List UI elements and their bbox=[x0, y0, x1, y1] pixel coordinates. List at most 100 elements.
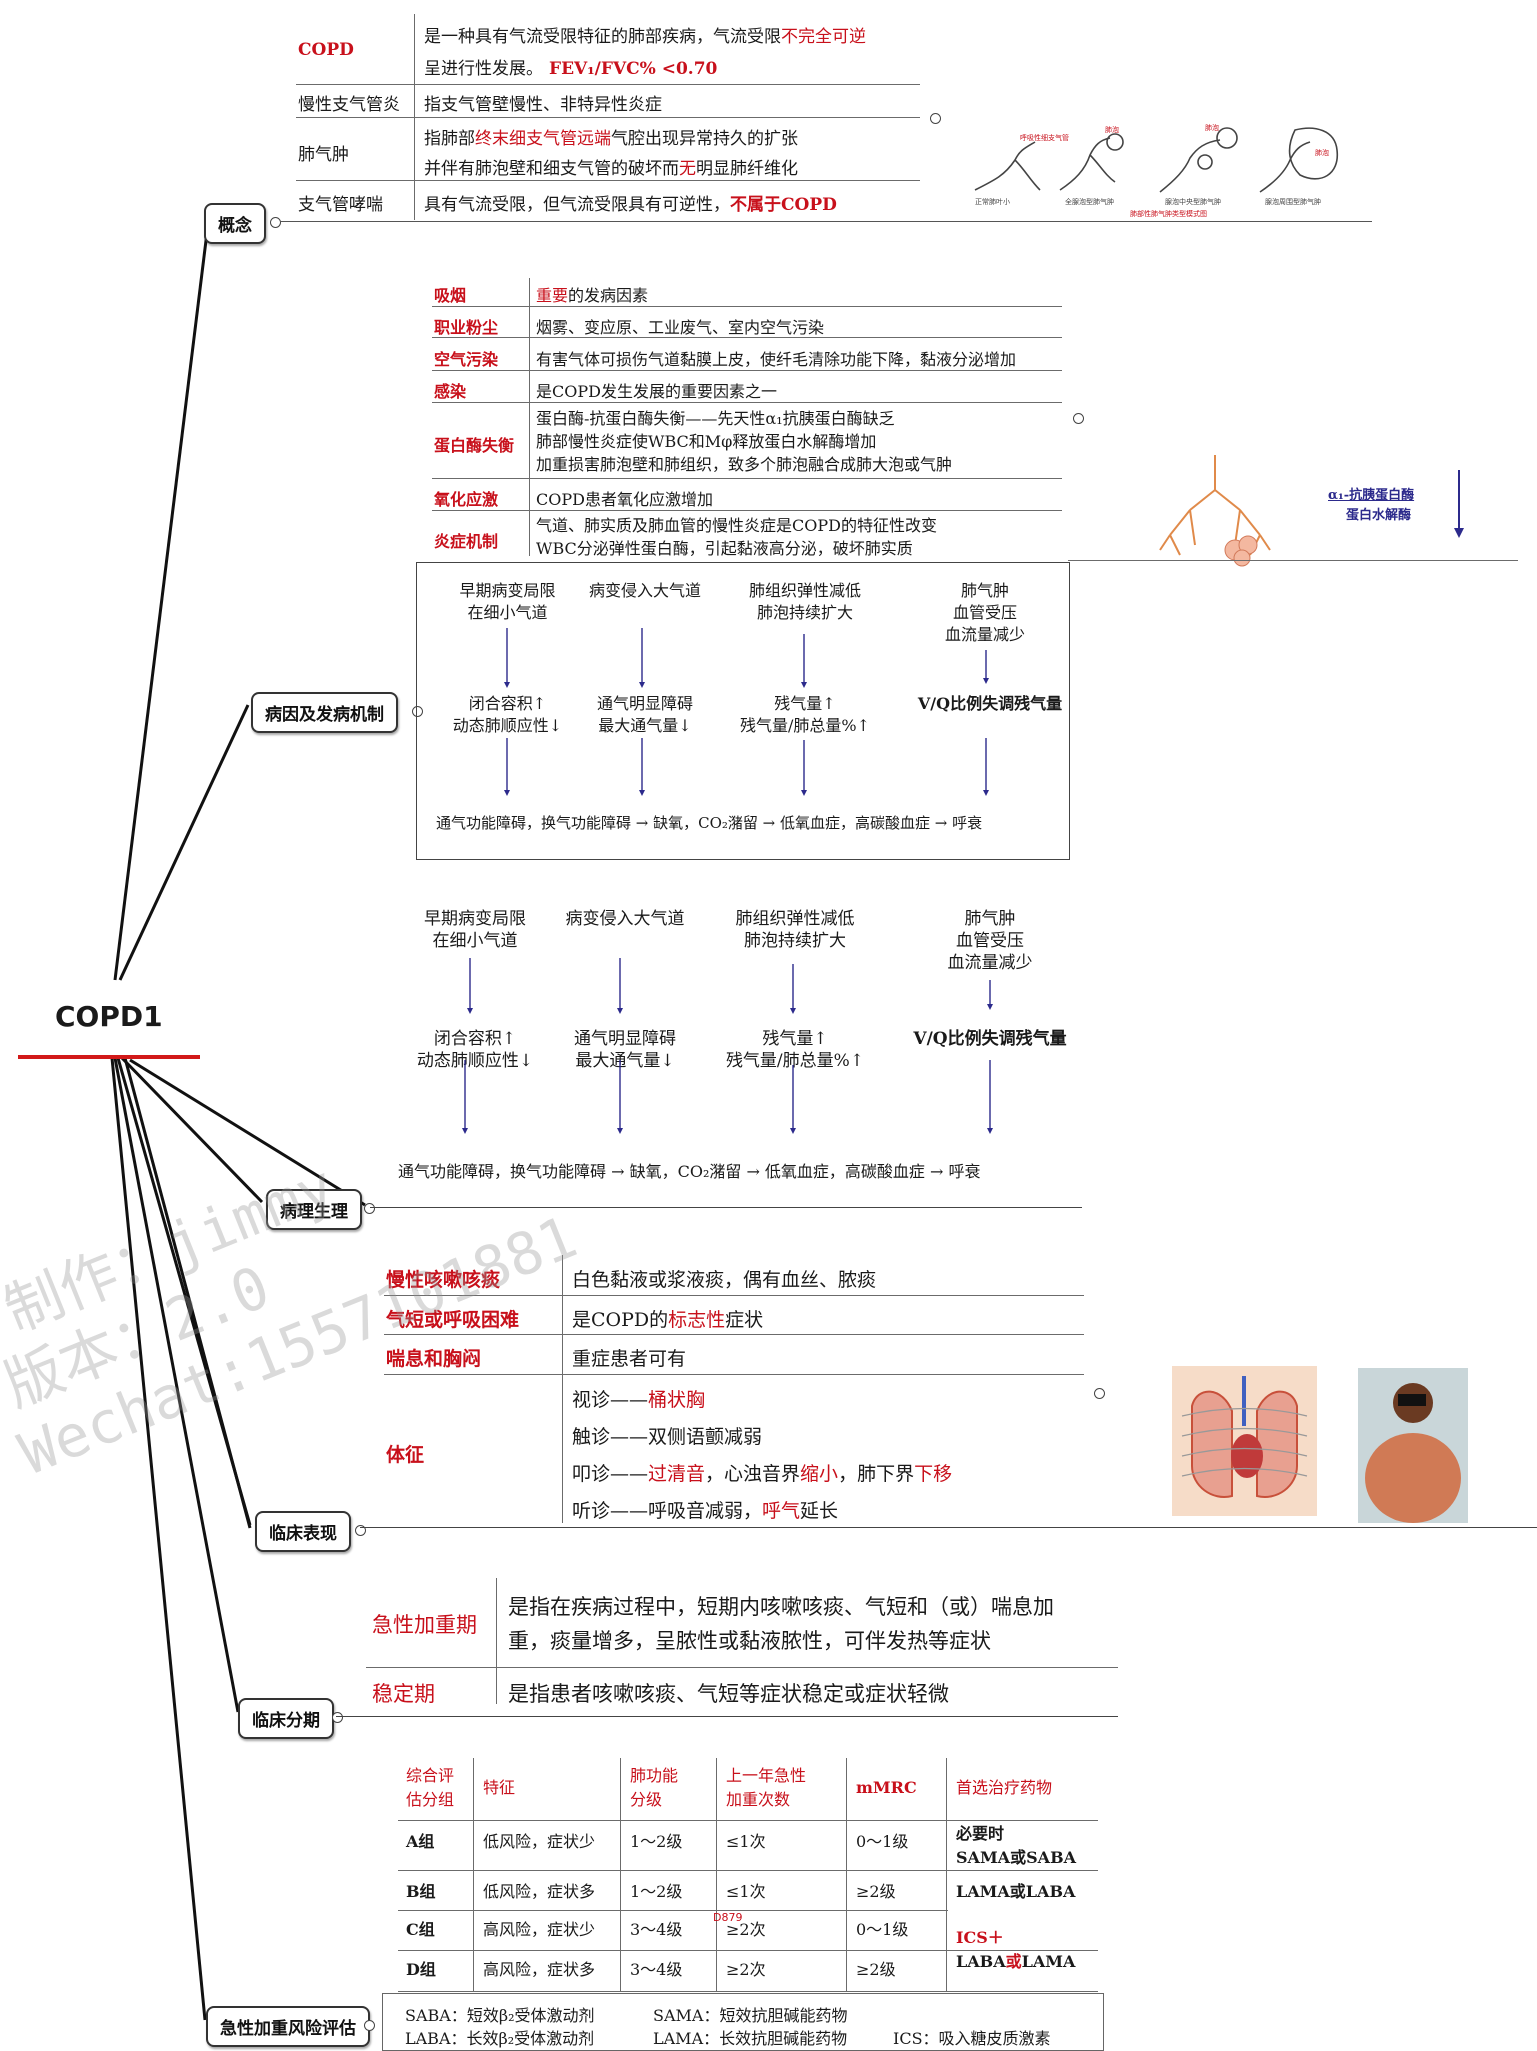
sign-line: 触诊——双侧语颤减弱 bbox=[572, 1426, 763, 1448]
root-underline bbox=[18, 1055, 200, 1059]
legend-item: LAMA：长效抗胆碱能药物 bbox=[653, 2029, 848, 2048]
pathophys-step: 病变侵入大气道 bbox=[565, 909, 685, 929]
legend-item: SABA：短效β₂受体激动剂 bbox=[405, 2006, 595, 2025]
concept-def: 指肺部终末细支气管远端气腔出现异常持久的扩张 bbox=[424, 129, 798, 149]
risk-cell: 1～2级 bbox=[630, 1832, 683, 1851]
stage-desc: 是指患者咳嗽咳痰、气短等症状稳定或症状轻微 bbox=[508, 1682, 949, 1706]
risk-cell: ≤1次 bbox=[726, 1882, 766, 1901]
concept-def: 具有气流受限，但气流受限具有可逆性，不属于COPD bbox=[424, 195, 837, 215]
collapse-toggle[interactable] bbox=[930, 113, 941, 124]
concept-def: 呈进行性发展。FEV₁/FVC% <0.70 bbox=[424, 59, 718, 79]
risk-header-cell: 综合评 估分组 bbox=[406, 1766, 455, 1809]
concept-def: 是一种具有气流受限特征的肺部疾病，气流受限不完全可逆 bbox=[424, 27, 866, 47]
etiology-desc: 有害气体可损伤气道黏膜上皮，使纤毛清除功能下降，黏液分泌增加 bbox=[536, 350, 1017, 369]
mechanism-step: 残气量↑ 残气量/肺总量%↑ bbox=[739, 694, 870, 735]
legend-item: ICS：吸入糖皮质激素 bbox=[893, 2029, 1051, 2048]
branch-pathophysiology[interactable]: 病理生理 bbox=[266, 1189, 362, 1230]
branch-etiology[interactable]: 病因及发病机制 bbox=[251, 692, 398, 733]
risk-cell: 低风险，症状少 bbox=[483, 1832, 596, 1851]
collapse-toggle[interactable] bbox=[270, 217, 281, 228]
stage-term: 急性加重期 bbox=[372, 1613, 477, 1637]
risk-cell: ICS＋ LABA或LAMA bbox=[956, 1928, 1076, 1971]
risk-cell: A组 bbox=[406, 1832, 435, 1851]
clinical-term: 体征 bbox=[386, 1444, 425, 1466]
mechanism-step: 闭合容积↑ 动态肺顺应性↓ bbox=[452, 694, 563, 735]
risk-cell: 高风险，症状多 bbox=[483, 1960, 596, 1979]
sign-line: 叩诊——过清音，心浊音界缩小，肺下界下移 bbox=[572, 1463, 953, 1485]
pathophys-step: 肺组织弹性减低 肺泡持续扩大 bbox=[735, 909, 855, 951]
collapse-toggle[interactable] bbox=[364, 2020, 375, 2031]
clinical-desc: 重症患者可有 bbox=[572, 1348, 687, 1370]
concept-term: 慢性支气管炎 bbox=[298, 95, 400, 115]
risk-cell: ≥2次 bbox=[726, 1920, 766, 1939]
branch-stages[interactable]: 临床分期 bbox=[238, 1698, 334, 1739]
etiology-side-label: α₁-抗胰蛋白酶 bbox=[1328, 488, 1415, 503]
collapse-toggle[interactable] bbox=[364, 1203, 375, 1214]
risk-cell: ≥2级 bbox=[856, 1960, 896, 1979]
etiology-term: 炎症机制 bbox=[434, 532, 499, 551]
concept-term: COPD bbox=[298, 40, 354, 60]
etiology-term: 感染 bbox=[434, 382, 467, 401]
pathophys-step: 早期病变局限 在细小气道 bbox=[424, 909, 526, 951]
risk-header-cell: 首选治疗药物 bbox=[956, 1778, 1053, 1797]
risk-cell: 高风险，症状少 bbox=[483, 1920, 596, 1939]
collapse-toggle[interactable] bbox=[355, 1525, 366, 1536]
illus-label: 正常肺叶小 bbox=[975, 197, 1010, 206]
clinical-signs: 视诊——桶状胸触诊——双侧语颤减弱叩诊——过清音，心浊音界缩小，肺下界下移听诊—… bbox=[572, 1382, 952, 1530]
svg-text:肺泡: 肺泡 bbox=[1205, 123, 1219, 132]
pathophys-arrows bbox=[462, 958, 993, 1134]
risk-header-cell: 肺功能 分级 bbox=[630, 1766, 679, 1809]
risk-note: D879 bbox=[713, 1911, 743, 1924]
pathophys-step: 通气明显障碍 最大通气量↓ bbox=[574, 1029, 676, 1071]
svg-text:肺泡: 肺泡 bbox=[1105, 125, 1119, 134]
risk-header-cell: 上一年急性 加重次数 bbox=[726, 1766, 807, 1809]
svg-text:呼吸性细支气管: 呼吸性细支气管 bbox=[1020, 133, 1069, 142]
mechanism-step: 病变侵入大气道 bbox=[588, 581, 701, 600]
risk-cell: 必要时 SAMA或SABA bbox=[956, 1824, 1077, 1867]
pathophys-step: 闭合容积↑ 动态肺顺应性↓ bbox=[416, 1029, 534, 1071]
lung-illustration bbox=[1159, 455, 1271, 567]
etiology-desc: 气道、肺实质及肺血管的慢性炎症是COPD的特征性改变 WBC分泌弹性蛋白酶，引起… bbox=[536, 516, 937, 558]
branch-concept[interactable]: 概念 bbox=[204, 203, 266, 244]
mechanism-step: V/Q比例失调残气量 bbox=[917, 694, 1063, 713]
risk-cell: 0～1级 bbox=[856, 1832, 909, 1851]
branch-clinical[interactable]: 临床表现 bbox=[255, 1511, 351, 1552]
clinical-term: 慢性咳嗽咳痰 bbox=[386, 1269, 501, 1291]
mechanism-step: 早期病变局限 在细小气道 bbox=[459, 581, 556, 622]
risk-header-cell: 特征 bbox=[483, 1778, 516, 1797]
risk-cell: 3～4级 bbox=[630, 1920, 683, 1939]
sign-line: 视诊——桶状胸 bbox=[572, 1389, 706, 1411]
illus-label: 全腺泡型肺气肿 bbox=[1065, 197, 1114, 206]
emphysema-illustration: 呼吸性细支气管 肺泡 肺泡 肺泡 正常肺叶小 全腺泡型肺气肿 腺泡中央型肺气肿 … bbox=[974, 123, 1338, 218]
mechanism-step: 通气明显障碍 最大通气量↓ bbox=[596, 694, 693, 735]
down-arrow-icon bbox=[1454, 470, 1464, 538]
concept-def: 并伴有肺泡壁和细支气管的破坏而无明显肺纤维化 bbox=[424, 159, 798, 179]
risk-header-cell: mMRC bbox=[856, 1778, 917, 1797]
mechanism-outcome: 通气功能障碍，换气功能障碍 → 缺氧，CO₂潴留 → 低氧血症，高碳酸血症 → … bbox=[436, 814, 983, 832]
chest-illustration bbox=[1172, 1366, 1317, 1516]
mechanism-arrows bbox=[504, 628, 989, 796]
risk-cell: 1～2级 bbox=[630, 1882, 683, 1901]
pathophys-step: 肺气肿 血管受压 血流量减少 bbox=[947, 909, 1033, 973]
collapse-toggle[interactable] bbox=[1094, 1388, 1105, 1399]
etiology-side-label: 蛋白水解酶 bbox=[1346, 508, 1412, 523]
mechanism-box-1 bbox=[416, 562, 1070, 860]
etiology-term: 氧化应激 bbox=[434, 490, 499, 509]
stage-term: 稳定期 bbox=[372, 1682, 435, 1706]
collapse-toggle[interactable] bbox=[332, 1712, 343, 1723]
risk-cell: ≤1次 bbox=[726, 1832, 766, 1851]
collapse-toggle[interactable] bbox=[412, 706, 423, 717]
etiology-desc: COPD患者氧化应激增加 bbox=[536, 490, 713, 509]
branch-risk[interactable]: 急性加重风险评估 bbox=[206, 2006, 370, 2047]
patient-photo bbox=[1358, 1368, 1468, 1523]
risk-cell: C组 bbox=[406, 1920, 435, 1939]
clinical-term: 喘息和胸闷 bbox=[386, 1348, 482, 1370]
abbrev-legend: SABA：短效β₂受体激动剂 SAMA：短效抗胆碱能药物 LABA：长效β₂受体… bbox=[382, 1993, 1104, 2051]
etiology-term: 职业粉尘 bbox=[434, 318, 499, 337]
collapse-toggle[interactable] bbox=[1073, 413, 1084, 424]
illus-label: 腺泡周围型肺气肿 bbox=[1265, 197, 1321, 206]
legend-item: LABA：长效β₂受体激动剂 bbox=[405, 2029, 595, 2048]
root-title: COPD1 bbox=[55, 1000, 163, 1033]
